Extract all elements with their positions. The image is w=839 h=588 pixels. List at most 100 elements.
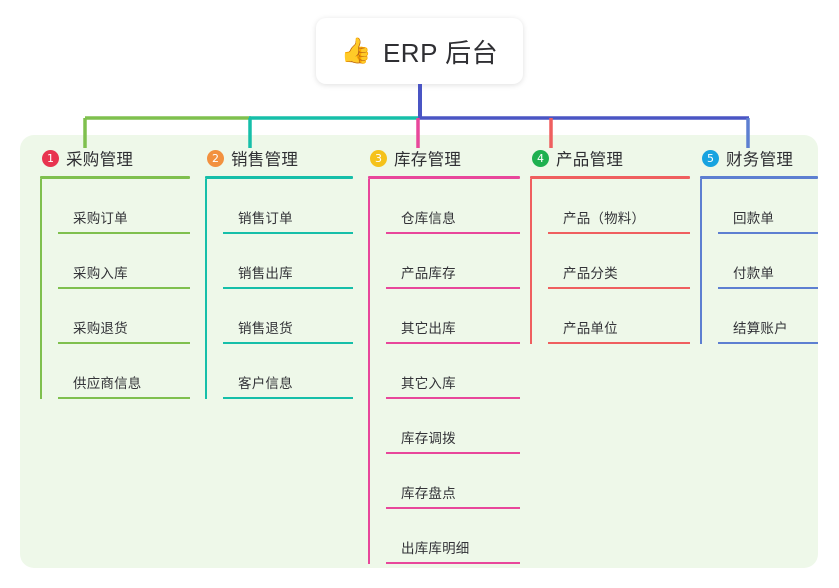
branch-column-sales: 2 销售管理 销售订单销售出库销售退货客户信息 xyxy=(205,146,353,399)
branch-spine xyxy=(700,179,702,344)
leaf-label: 其它入库 xyxy=(401,376,456,392)
root-node[interactable]: 👍 ERP 后台 xyxy=(316,18,523,84)
leaf-label: 销售订单 xyxy=(238,211,293,227)
branch-header[interactable]: 2 销售管理 xyxy=(205,146,353,170)
branch-title: 产品管理 xyxy=(556,151,624,169)
leaf-underline xyxy=(386,507,520,509)
leaf-label: 仓库信息 xyxy=(401,211,456,227)
branch-children: 采购订单采购入库采购退货供应商信息 xyxy=(40,179,190,399)
leaf-label: 采购订单 xyxy=(73,211,128,227)
leaf-node[interactable]: 供应商信息 xyxy=(58,344,190,399)
leaf-underline xyxy=(718,232,818,234)
branch-children: 销售订单销售出库销售退货客户信息 xyxy=(205,179,353,399)
branch-badge: 1 xyxy=(42,149,59,167)
branch-spine xyxy=(40,179,42,399)
branch-title: 销售管理 xyxy=(231,151,299,169)
branch-badge: 3 xyxy=(370,149,387,167)
branch-column-purchase: 1 采购管理 采购订单采购入库采购退货供应商信息 xyxy=(40,146,190,399)
branch-header[interactable]: 1 采购管理 xyxy=(40,146,190,170)
branch-column-product: 4 产品管理 产品（物料） 产品分类产品单位 xyxy=(530,146,690,344)
leaf-underline xyxy=(386,562,520,564)
branch-children: 回款单付款单结算账户 xyxy=(700,179,818,344)
leaf-label: 销售出库 xyxy=(238,266,293,282)
leaf-underline xyxy=(718,287,818,289)
leaf-underline xyxy=(223,287,353,289)
leaf-label: 客户信息 xyxy=(238,376,293,392)
branch-title: 库存管理 xyxy=(394,151,462,169)
leaf-underline xyxy=(58,287,190,289)
leaf-label: 产品库存 xyxy=(401,266,456,282)
branch-badge: 4 xyxy=(532,149,549,167)
leaf-node[interactable]: 产品分类 xyxy=(548,234,690,289)
leaf-label: 销售退货 xyxy=(238,321,293,337)
leaf-label: 采购退货 xyxy=(73,321,128,337)
leaf-label: 供应商信息 xyxy=(73,376,142,392)
leaf-underline xyxy=(548,287,690,289)
leaf-node[interactable]: 销售订单 xyxy=(223,179,353,234)
leaf-node[interactable]: 销售退货 xyxy=(223,289,353,344)
leaf-node[interactable]: 产品单位 xyxy=(548,289,690,344)
leaf-node[interactable]: 客户信息 xyxy=(223,344,353,399)
leaf-underline xyxy=(386,452,520,454)
branch-badge: 5 xyxy=(702,149,719,167)
leaf-underline xyxy=(386,287,520,289)
leaf-label: 出库库明细 xyxy=(401,541,470,557)
branch-header[interactable]: 3 库存管理 xyxy=(368,146,520,170)
leaf-label: 产品分类 xyxy=(563,266,618,282)
leaf-label: 结算账户 xyxy=(733,321,788,337)
leaf-underline xyxy=(223,397,353,399)
branch-children: 产品（物料） 产品分类产品单位 xyxy=(530,179,690,344)
branch-header[interactable]: 4 产品管理 xyxy=(530,146,690,170)
leaf-label: 产品（物料） xyxy=(563,211,646,227)
leaf-underline xyxy=(58,342,190,344)
branch-underline xyxy=(40,176,190,179)
leaf-node[interactable]: 付款单 xyxy=(718,234,818,289)
diagram-panel xyxy=(20,135,818,568)
leaf-label: 库存调拨 xyxy=(401,431,456,447)
leaf-node[interactable]: 采购入库 xyxy=(58,234,190,289)
leaf-node[interactable]: 其它出库 xyxy=(386,289,520,344)
leaf-node[interactable]: 产品库存 xyxy=(386,234,520,289)
leaf-node[interactable]: 仓库信息 xyxy=(386,179,520,234)
leaf-underline xyxy=(548,342,690,344)
branch-underline xyxy=(700,176,818,179)
root-title: ERP 后台 xyxy=(382,37,499,68)
leaf-node[interactable]: 销售出库 xyxy=(223,234,353,289)
branch-title: 采购管理 xyxy=(66,151,134,169)
branch-spine xyxy=(530,179,532,344)
branch-column-inventory: 3 库存管理 仓库信息产品库存其它出库其它入库库存调拨库存盘点出库库明细 xyxy=(368,146,520,564)
branch-children: 仓库信息产品库存其它出库其它入库库存调拨库存盘点出库库明细 xyxy=(368,179,520,564)
leaf-label: 采购入库 xyxy=(73,266,128,282)
leaf-node[interactable]: 库存调拨 xyxy=(386,399,520,454)
leaf-underline xyxy=(223,342,353,344)
leaf-underline xyxy=(548,232,690,234)
leaf-label: 回款单 xyxy=(733,211,775,227)
leaf-node[interactable]: 出库库明细 xyxy=(386,509,520,564)
leaf-underline xyxy=(223,232,353,234)
leaf-node[interactable]: 回款单 xyxy=(718,179,818,234)
leaf-label: 付款单 xyxy=(733,266,775,282)
leaf-label: 产品单位 xyxy=(563,321,618,337)
leaf-underline xyxy=(58,232,190,234)
leaf-underline xyxy=(718,342,818,344)
branch-title: 财务管理 xyxy=(726,151,794,169)
leaf-node[interactable]: 采购订单 xyxy=(58,179,190,234)
leaf-underline xyxy=(386,342,520,344)
branch-badge: 2 xyxy=(207,149,224,167)
leaf-node[interactable]: 其它入库 xyxy=(386,344,520,399)
leaf-node[interactable]: 产品（物料） xyxy=(548,179,690,234)
leaf-node[interactable]: 库存盘点 xyxy=(386,454,520,509)
branch-spine xyxy=(368,179,370,564)
leaf-label: 库存盘点 xyxy=(401,486,456,502)
leaf-underline xyxy=(58,397,190,399)
leaf-underline xyxy=(386,397,520,399)
thumbs-up-icon: 👍 xyxy=(340,36,372,65)
leaf-node[interactable]: 采购退货 xyxy=(58,289,190,344)
branch-header[interactable]: 5 财务管理 xyxy=(700,146,818,170)
branch-underline xyxy=(530,176,690,179)
branch-underline xyxy=(368,176,520,179)
branch-column-finance: 5 财务管理 回款单付款单结算账户 xyxy=(700,146,818,344)
branch-spine xyxy=(205,179,207,399)
leaf-node[interactable]: 结算账户 xyxy=(718,289,818,344)
